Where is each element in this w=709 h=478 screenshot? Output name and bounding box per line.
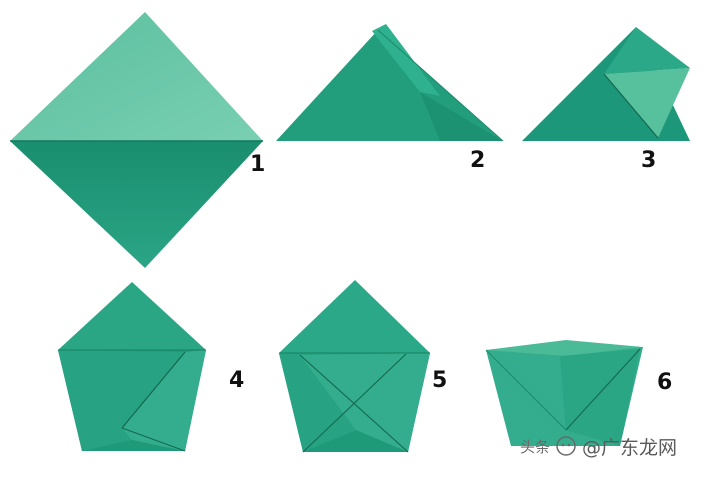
step-3-top bbox=[604, 27, 690, 74]
step-4-crease-a bbox=[121, 351, 186, 429]
step-4-number: 4 bbox=[229, 368, 245, 393]
step-5-crease-b bbox=[302, 353, 407, 453]
step-4-top-flap bbox=[58, 282, 206, 350]
step-2-number: 2 bbox=[470, 148, 486, 173]
step-3-diagram bbox=[522, 27, 690, 141]
step-3-crease bbox=[603, 73, 659, 139]
step-6-rim bbox=[486, 340, 643, 356]
step-6-diagram bbox=[485, 340, 643, 446]
step-6-crease-a bbox=[565, 348, 641, 431]
step-4-left-fold bbox=[58, 350, 185, 451]
step-3-flap bbox=[604, 68, 690, 138]
watermark: 头条 @广东龙网 bbox=[520, 432, 677, 460]
step-6-inner-shade bbox=[560, 349, 640, 446]
step-2-diagram bbox=[276, 24, 504, 142]
wechat-logo-icon bbox=[556, 436, 576, 456]
step-5-right-fold bbox=[300, 353, 430, 452]
watermark-text: @广东龙网 bbox=[582, 436, 678, 459]
step-4-right-fold bbox=[122, 350, 206, 451]
step-3-number: 3 bbox=[641, 148, 657, 173]
step-2-edge bbox=[377, 29, 504, 142]
step-1-bottom-half bbox=[10, 141, 263, 268]
step-4-diagram bbox=[58, 282, 206, 452]
step-2-back-flap bbox=[372, 24, 440, 96]
step-6-number: 6 bbox=[657, 370, 673, 395]
step-4-crease-b bbox=[121, 427, 186, 452]
step-2-shade bbox=[420, 92, 503, 141]
watermark-prefix: 头条 bbox=[520, 437, 551, 456]
step-1-top-half bbox=[10, 12, 263, 141]
step-1-diagram bbox=[10, 12, 263, 268]
step-1-number: 1 bbox=[250, 152, 266, 177]
step-5-number: 5 bbox=[432, 368, 448, 393]
step-5-top-flap bbox=[279, 280, 430, 353]
step-5-diagram bbox=[279, 280, 430, 453]
step-6-crease-b bbox=[485, 349, 567, 431]
